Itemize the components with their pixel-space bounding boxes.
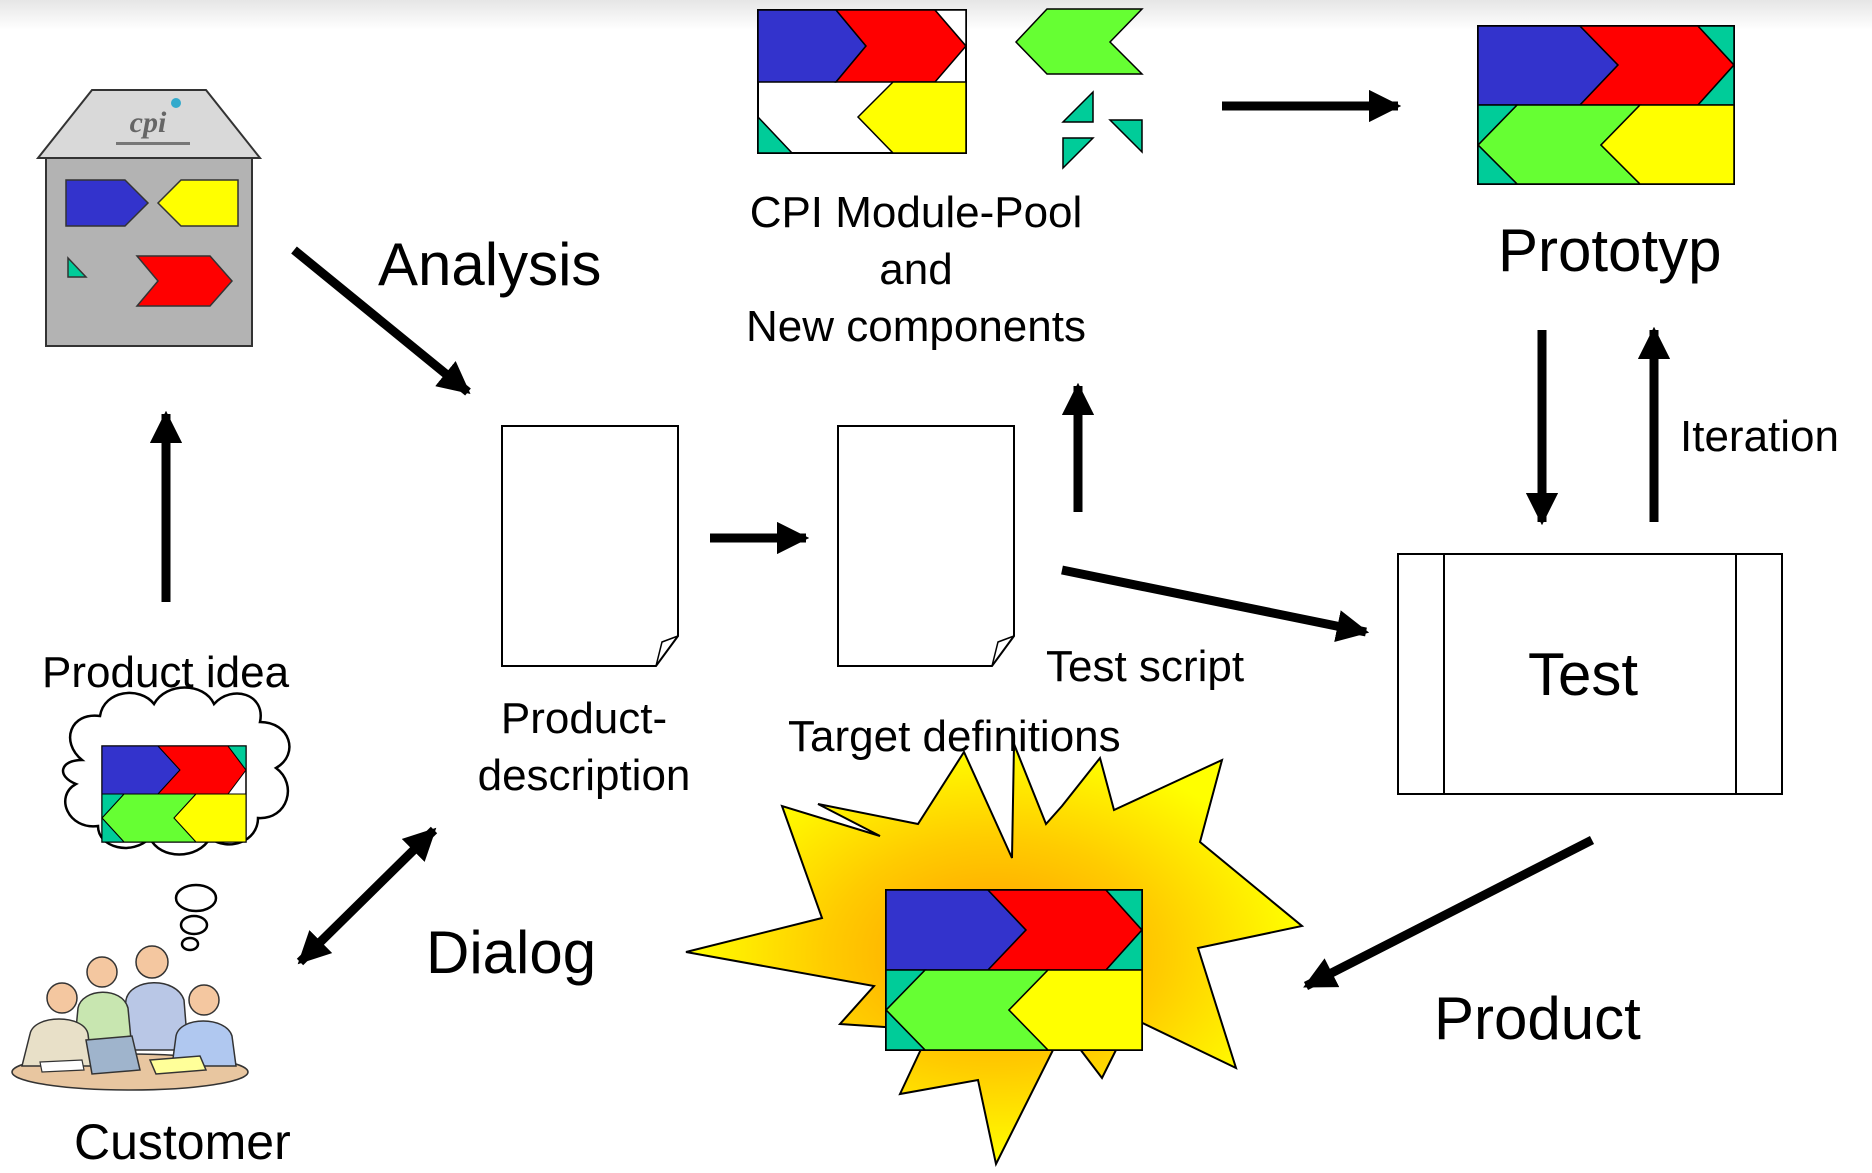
label-module-pool-line-1: CPI Module-Pool — [749, 188, 1083, 237]
cpi-logo-text: cpi — [130, 106, 167, 139]
module-pool-icon — [757, 8, 1144, 170]
customer-group-icon — [11, 945, 249, 1091]
target-definitions-document — [837, 425, 1015, 667]
label-module-pool: CPI Module-Pool and New components — [692, 184, 1140, 355]
label-analysis: Analysis — [378, 231, 602, 298]
label-test: Test — [1528, 641, 1639, 708]
label-prototyp: Prototyp — [1498, 217, 1722, 284]
arrow-dialog — [296, 826, 438, 966]
label-module-pool-line-3: New components — [746, 302, 1086, 351]
label-test-script: Test script — [1046, 642, 1245, 691]
label-product: Product — [1434, 985, 1641, 1052]
label-target-definitions: Target definitions — [788, 712, 1121, 761]
arrow-analysis — [291, 246, 471, 396]
label-product-idea: Product idea — [42, 648, 290, 697]
label-product-description: Product- description — [444, 690, 724, 804]
thought-cloud-icon — [62, 686, 291, 952]
test-box — [1397, 553, 1783, 795]
arrows — [149, 89, 1671, 991]
label-customer: Customer — [74, 1114, 291, 1170]
arrow-test-to-product — [1303, 835, 1595, 991]
label-product-description-line-2: description — [477, 751, 691, 800]
label-dialog: Dialog — [426, 919, 597, 986]
arrow-target-to-test — [1061, 565, 1370, 643]
product-description-document — [501, 425, 679, 667]
label-iteration: Iteration — [1680, 412, 1839, 461]
product-starburst — [685, 743, 1305, 1167]
prototyp-icon — [1476, 25, 1736, 185]
cpi-logo-icon: cpi — [116, 98, 190, 145]
label-product-description-line-1: Product- — [500, 694, 668, 743]
cpi-house-icon: cpi — [35, 89, 263, 347]
label-module-pool-line-2: and — [879, 245, 953, 294]
